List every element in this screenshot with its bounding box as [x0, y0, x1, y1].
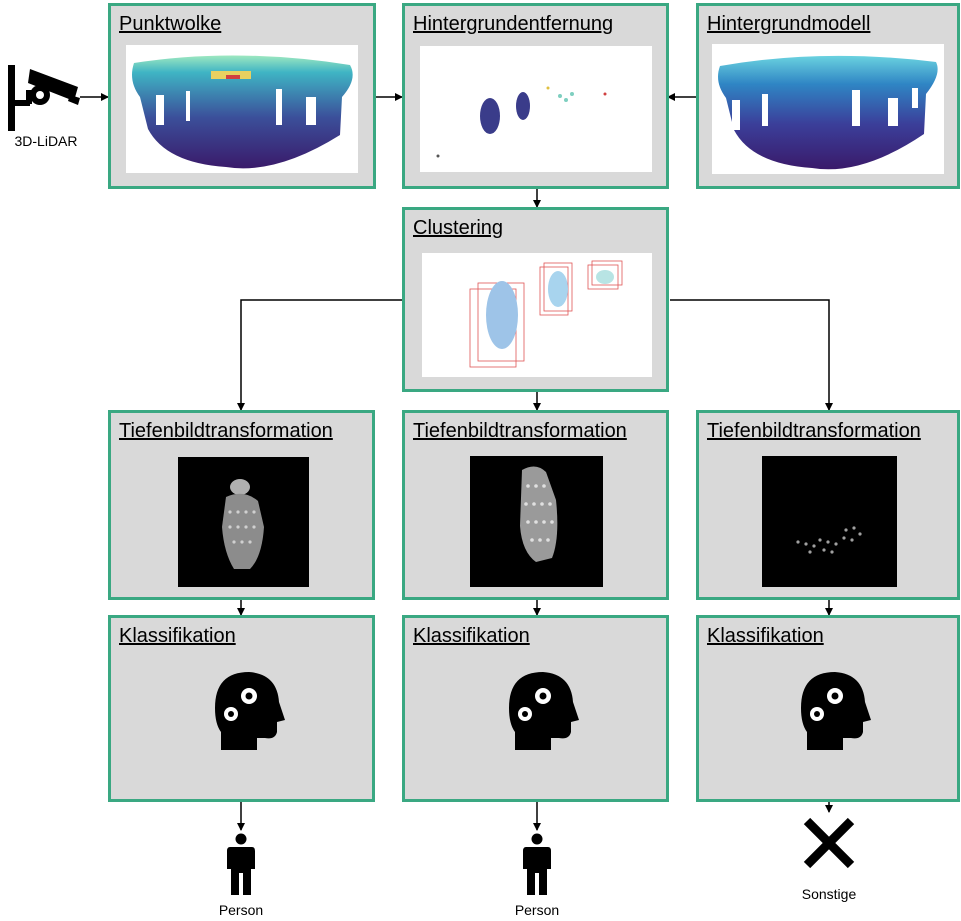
cross-icon [803, 817, 855, 869]
classification-box-2: Klassifikation [402, 615, 669, 802]
result-label-3: Sonstige [801, 886, 857, 902]
background-model-image [712, 44, 944, 174]
depth-transform-title-3: Tiefenbildtransformation [707, 420, 921, 442]
point-cloud-box: Punktwolke [108, 3, 376, 189]
background-removal-image [420, 46, 652, 172]
arrow-clustering-to-col3 [670, 299, 833, 411]
result-label-2: Person [514, 902, 560, 918]
arrow-clustering-to-col1 [237, 299, 403, 411]
point-cloud-image [126, 45, 358, 173]
background-removal-title: Hintergrundentfernung [413, 13, 614, 35]
lidar-label: 3D-LiDAR [14, 133, 78, 149]
classification-title-2: Klassifikation [413, 625, 530, 647]
depth-transform-title-2: Tiefenbildtransformation [413, 420, 627, 442]
depth-image-3 [762, 456, 897, 587]
classification-box-3: Klassifikation [696, 615, 960, 802]
depth-transform-box-1: Tiefenbildtransformation [108, 410, 375, 600]
clustering-image [422, 253, 652, 377]
head-gears-icon [509, 672, 579, 750]
clustering-title: Clustering [413, 217, 504, 239]
classification-title-1: Klassifikation [119, 625, 236, 647]
background-model-title: Hintergrundmodell [707, 13, 871, 35]
depth-transform-title-1: Tiefenbildtransformation [119, 420, 333, 442]
depth-image-2 [470, 456, 603, 587]
clustering-box: Clustering [402, 207, 669, 392]
head-gears-icon [801, 672, 871, 750]
depth-image-1 [178, 457, 309, 587]
background-model-box: Hintergrundmodell [696, 3, 960, 189]
background-removal-box: Hintergrundentfernung [402, 3, 669, 189]
person-icon [227, 833, 255, 895]
classification-title-3: Klassifikation [707, 625, 824, 647]
security-camera-icon [8, 65, 80, 131]
depth-transform-box-2: Tiefenbildtransformation [402, 410, 669, 600]
result-label-1: Person [218, 902, 264, 918]
classification-box-1: Klassifikation [108, 615, 375, 802]
person-icon [523, 833, 551, 895]
point-cloud-title: Punktwolke [119, 13, 222, 35]
head-gears-icon [215, 672, 285, 750]
depth-transform-box-3: Tiefenbildtransformation [696, 410, 960, 600]
